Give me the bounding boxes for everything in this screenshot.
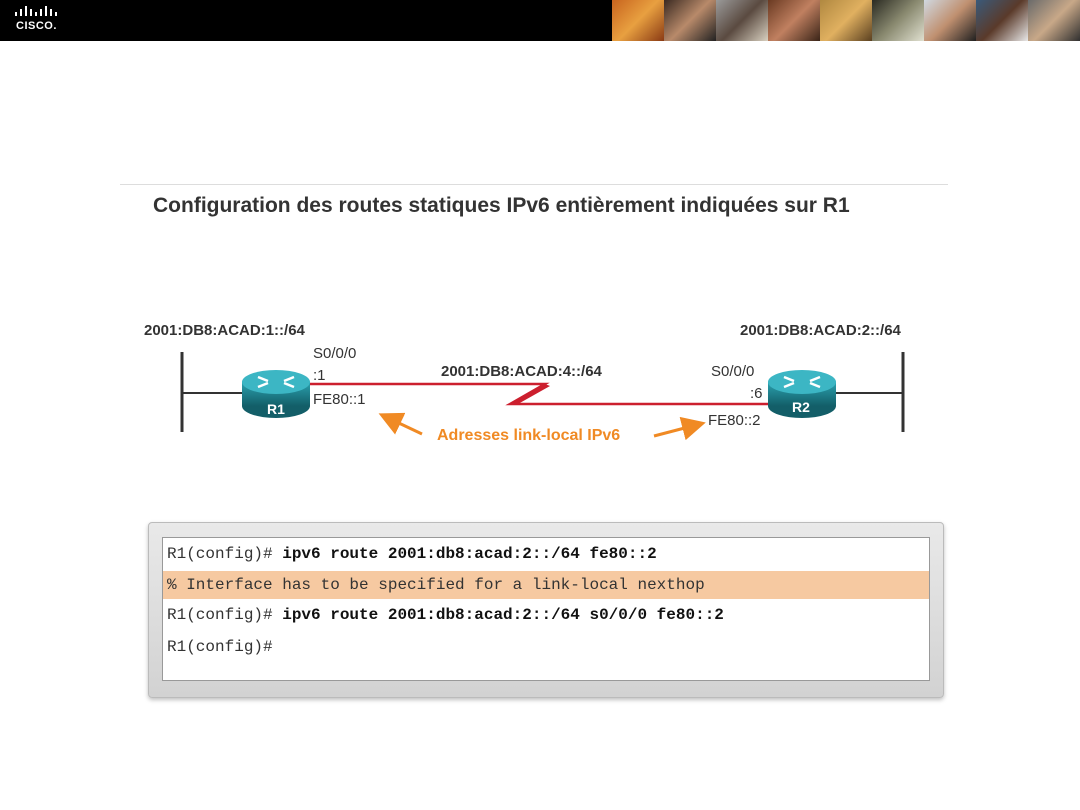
- cli-line: R1(config)# ipv6 route 2001:db8:acad:2::…: [163, 540, 929, 568]
- cli-line: R1(config)#: [163, 633, 929, 661]
- left-network-label: 2001:DB8:ACAD:1::/64: [144, 322, 305, 339]
- header-photo-strip: [612, 0, 1080, 41]
- cli-error-text: % Interface has to be specified for a li…: [167, 576, 705, 594]
- right-network-label: 2001:DB8:ACAD:2::/64: [740, 322, 901, 339]
- callout-arrow-left: [378, 412, 423, 436]
- cisco-bars-icon: [15, 6, 57, 16]
- serial-network-label: 2001:DB8:ACAD:4::/64: [441, 363, 602, 380]
- serial-link: [308, 382, 770, 406]
- cisco-logo: CISCO.: [14, 6, 64, 36]
- network-topology: 2001:DB8:ACAD:1::/64 2001:DB8:ACAD:2::/6…: [120, 300, 970, 470]
- header-photo: [716, 0, 768, 41]
- cli-output-panel: R1(config)# ipv6 route 2001:db8:acad:2::…: [148, 522, 944, 698]
- cli-output: R1(config)# ipv6 route 2001:db8:acad:2::…: [162, 537, 930, 681]
- cisco-logo-text: CISCO.: [16, 20, 57, 32]
- r2-interface-label: S0/0/0: [711, 363, 755, 380]
- r1-host-id-label: :1: [313, 367, 326, 384]
- header-photo: [1028, 0, 1080, 41]
- r2-link-local-label: FE80::2: [708, 412, 761, 429]
- serial-link-bolt: [510, 384, 550, 404]
- slide-title: Configuration des routes statiques IPv6 …: [153, 194, 850, 217]
- title-divider: [120, 184, 948, 185]
- router-r2-label: R2: [792, 399, 810, 415]
- header-photo: [924, 0, 976, 41]
- header-photo: [820, 0, 872, 41]
- r1-interface-label: S0/0/0: [313, 345, 357, 362]
- header-photo: [664, 0, 716, 41]
- header-photo: [612, 0, 664, 41]
- header-bar: CISCO.: [0, 0, 1080, 41]
- link-local-callout: Adresses link-local IPv6: [437, 427, 621, 444]
- r1-link-local-label: FE80::1: [313, 391, 366, 408]
- header-photo: [768, 0, 820, 41]
- header-photo: [976, 0, 1028, 41]
- cli-prompt: R1(config)#: [167, 638, 273, 656]
- callout-arrow-right: [653, 416, 706, 441]
- cli-prompt: R1(config)#: [167, 545, 283, 563]
- topology-drawing: [180, 352, 905, 441]
- r2-host-id-label: :6: [750, 385, 763, 402]
- header-photo: [872, 0, 924, 41]
- cli-error-line: % Interface has to be specified for a li…: [163, 571, 929, 599]
- router-r1-icon: [242, 370, 310, 418]
- router-r1-label: R1: [267, 401, 285, 417]
- cli-prompt: R1(config)#: [167, 606, 283, 624]
- router-r2-icon: [768, 370, 836, 418]
- cli-line: R1(config)# ipv6 route 2001:db8:acad:2::…: [163, 601, 929, 629]
- cli-command: ipv6 route 2001:db8:acad:2::/64 fe80::2: [282, 545, 657, 563]
- cli-command: ipv6 route 2001:db8:acad:2::/64 s0/0/0 f…: [282, 606, 724, 624]
